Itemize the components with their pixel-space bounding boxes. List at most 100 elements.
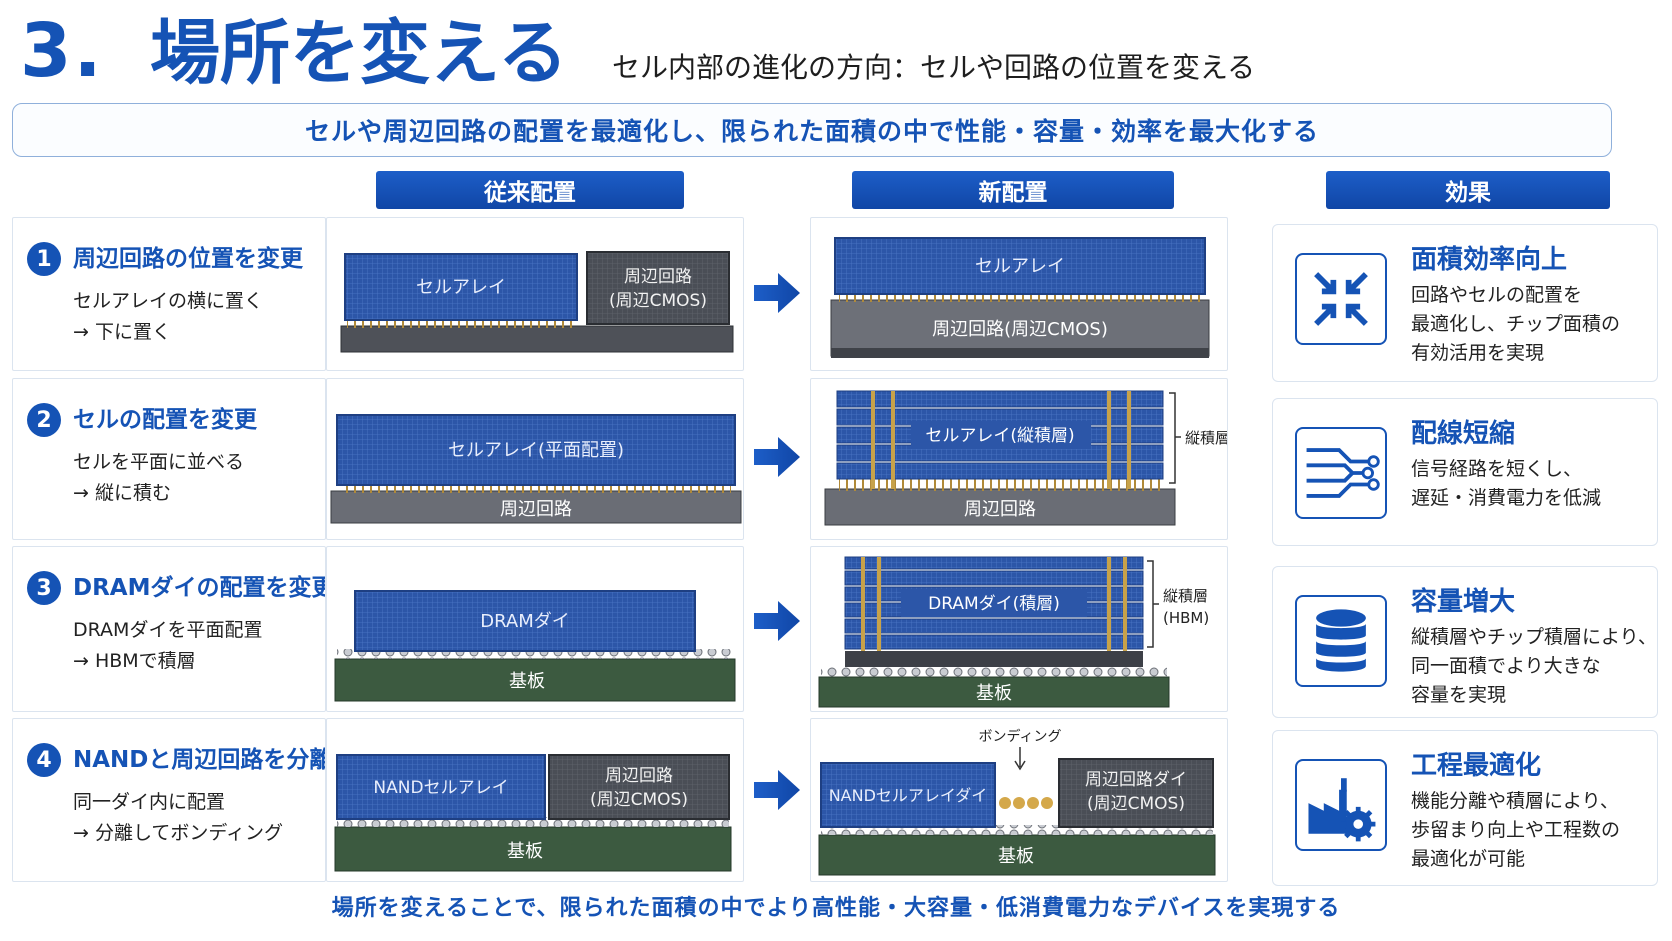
row-number-badge: 1 bbox=[27, 242, 61, 276]
row-description: セルアレイの横に置く → 下に置く bbox=[73, 286, 263, 348]
effect-line: 信号経路を短くし、 bbox=[1411, 458, 1583, 480]
label-backdrop bbox=[911, 421, 1091, 449]
dram-die-label: DRAMダイ(積層) bbox=[928, 594, 1060, 614]
planar-dram-diagram: 基板 DRAMダイ bbox=[334, 590, 736, 702]
through-via bbox=[1107, 391, 1111, 489]
cell-layer bbox=[836, 390, 1164, 408]
nand-cell-label: NANDセルアレイダイ bbox=[829, 786, 988, 805]
solder-bumps bbox=[337, 649, 733, 659]
effect-line: 有効活用を実現 bbox=[1411, 342, 1545, 364]
substrate bbox=[334, 826, 732, 872]
page-subtitle: セル内部の進化の方向：セルや回路の位置を変える bbox=[612, 51, 1256, 84]
substrate-label: 基板 bbox=[507, 841, 543, 862]
through-via bbox=[1127, 391, 1131, 489]
effect-title: 面積効率向上 bbox=[1411, 245, 1568, 275]
peripheral-label: 周辺回路ダイ bbox=[1085, 770, 1187, 790]
bond-bump bbox=[1013, 797, 1025, 809]
peripheral-chip bbox=[548, 754, 730, 820]
row-description: セルを平面に並べる → 縦に積む bbox=[73, 447, 244, 509]
label-backdrop bbox=[901, 589, 1087, 617]
cell-array-chip bbox=[344, 253, 578, 321]
effect-title: 配線短縮 bbox=[1411, 419, 1516, 449]
stack-label: 縦積層 bbox=[1185, 429, 1228, 447]
effect-description: 信号経路を短くし、 遅延・消費電力を低減 bbox=[1411, 455, 1601, 513]
diagram-old-3: 基板 DRAMダイ bbox=[326, 546, 744, 712]
effect-line: 縦積層やチップ積層により、 bbox=[1411, 626, 1657, 648]
substrate-label: 基板 bbox=[509, 671, 545, 692]
effect-description: 回路やセルの配置を 最適化し、チップ面積の 有効活用を実現 bbox=[1411, 281, 1620, 368]
column-header-new: 新配置 bbox=[852, 171, 1174, 209]
effect-line: 最適化し、チップ面積の bbox=[1411, 313, 1621, 335]
substrate-label: 基板 bbox=[976, 683, 1012, 704]
through-via bbox=[1123, 557, 1127, 651]
base-plate bbox=[340, 325, 734, 353]
column-header-effect: 効果 bbox=[1326, 171, 1610, 209]
nand-cell-array bbox=[336, 754, 546, 820]
peripheral-sublabel: (周辺CMOS) bbox=[1087, 794, 1185, 814]
row-title: NANDと周辺回路を分離 bbox=[73, 747, 326, 773]
peripheral-label: 周辺回路 bbox=[605, 766, 673, 786]
circuit-lines-icon bbox=[1295, 427, 1387, 519]
solder-bumps bbox=[821, 667, 1167, 677]
substrate bbox=[818, 676, 1170, 708]
row-description-line: → 分離してボンディング bbox=[73, 822, 284, 844]
summary-banner-text: セルや周辺回路の配置を最適化し、限られた面積の中で性能・容量・効率を最大化する bbox=[304, 117, 1319, 146]
section-number: 3. bbox=[20, 8, 104, 94]
page-title: 場所を変える bbox=[150, 12, 568, 94]
monolithic-nand-diagram: 基板 NANDセルアレイ 周辺回路 (周辺CMOS) bbox=[334, 754, 732, 872]
peripheral-beside-diagram: セルアレイ 周辺回路 (周辺CMOS) bbox=[340, 251, 734, 353]
dram-layer bbox=[844, 634, 1144, 650]
bond-bump bbox=[999, 797, 1011, 809]
nand-cell-die bbox=[820, 762, 996, 828]
row-description-line: → HBMで積層 bbox=[73, 650, 196, 672]
stacked-cell-diagram: 周辺回路 セルアレイ(縦積層) 縦積層 bbox=[824, 390, 1228, 526]
effect-line: 最適化が可能 bbox=[1411, 848, 1526, 870]
pins bbox=[341, 483, 731, 493]
row-description-line: 同一ダイ内に配置 bbox=[73, 791, 226, 813]
bond-bump bbox=[1027, 797, 1039, 809]
row-description: 同一ダイ内に配置 → 分離してボンディング bbox=[73, 787, 283, 849]
row-label-2: 2 セルの配置を変更 セルを平面に並べる → 縦に積む bbox=[12, 378, 326, 540]
peripheral-sublabel: (周辺CMOS) bbox=[590, 790, 688, 810]
cell-array-label: セルアレイ bbox=[416, 277, 506, 298]
through-via bbox=[1107, 557, 1111, 651]
cell-array-chip bbox=[834, 237, 1206, 295]
peripheral-layer-label: 周辺回路 bbox=[500, 499, 572, 520]
cell-array-chip bbox=[336, 414, 736, 486]
row-description-line: セルを平面に並べる bbox=[73, 451, 245, 473]
peripheral-under-diagram: 周辺回路(周辺CMOS) セルアレイ bbox=[830, 237, 1210, 358]
substrate bbox=[334, 658, 736, 702]
effect-card-3: 容量増大 縦積層やチップ積層により、 同一面積でより大きな 容量を実現 bbox=[1272, 566, 1658, 718]
bracket bbox=[1147, 560, 1159, 648]
effect-line: 容量を実現 bbox=[1411, 684, 1507, 706]
effect-description: 縦積層やチップ積層により、 同一面積でより大きな 容量を実現 bbox=[1411, 623, 1657, 710]
row-title: DRAMダイの配置を変更 bbox=[73, 575, 326, 601]
diagram-old-1: セルアレイ 周辺回路 (周辺CMOS) bbox=[326, 217, 744, 371]
effect-description: 機能分離や積層により、 歩留まり向上や工程数の 最適化が可能 bbox=[1411, 787, 1620, 874]
diagram-old-2: 周辺回路 セルアレイ(平面配置) bbox=[326, 378, 744, 540]
row-label-1: 1 周辺回路の位置を変更 セルアレイの横に置く → 下に置く bbox=[12, 217, 326, 371]
effect-title: 容量増大 bbox=[1411, 587, 1516, 617]
solder-bumps bbox=[821, 825, 1213, 835]
arrow-right-icon bbox=[754, 601, 800, 641]
diagram-new-4: ボンディング 基板 NANDセルアレイダイ 周辺回路ダイ (周辺CMOS) bbox=[810, 718, 1228, 882]
effect-line: 遅延・消費電力を低減 bbox=[1411, 487, 1602, 509]
effect-line: 機能分離や積層により、 bbox=[1411, 790, 1619, 812]
substrate bbox=[818, 834, 1216, 876]
bonded-nand-diagram: ボンディング 基板 NANDセルアレイダイ 周辺回路ダイ (周辺CMOS) bbox=[818, 728, 1216, 876]
effect-line: 回路やセルの配置を bbox=[1411, 284, 1583, 306]
footer-summary: 場所を変えることで、限られた面積の中でより高性能・大容量・低消費電力なデバイスを… bbox=[331, 896, 1341, 921]
effect-title: 工程最適化 bbox=[1411, 751, 1542, 781]
planar-cell-diagram: 周辺回路 セルアレイ(平面配置) bbox=[330, 414, 742, 524]
row-title: セルの配置を変更 bbox=[73, 407, 257, 433]
arrow-right-icon bbox=[754, 770, 800, 810]
bracket bbox=[1169, 392, 1181, 484]
row-description-line: DRAMダイを平面配置 bbox=[73, 619, 263, 641]
stack-label: 縦積層 bbox=[1163, 587, 1208, 605]
row-description: DRAMダイを平面配置 → HBMで積層 bbox=[73, 615, 262, 677]
pins bbox=[347, 318, 575, 328]
cell-layer bbox=[836, 462, 1164, 480]
factory-gear-icon bbox=[1295, 759, 1387, 851]
base-edge bbox=[831, 348, 1209, 358]
cell-array-label: セルアレイ bbox=[975, 256, 1065, 277]
